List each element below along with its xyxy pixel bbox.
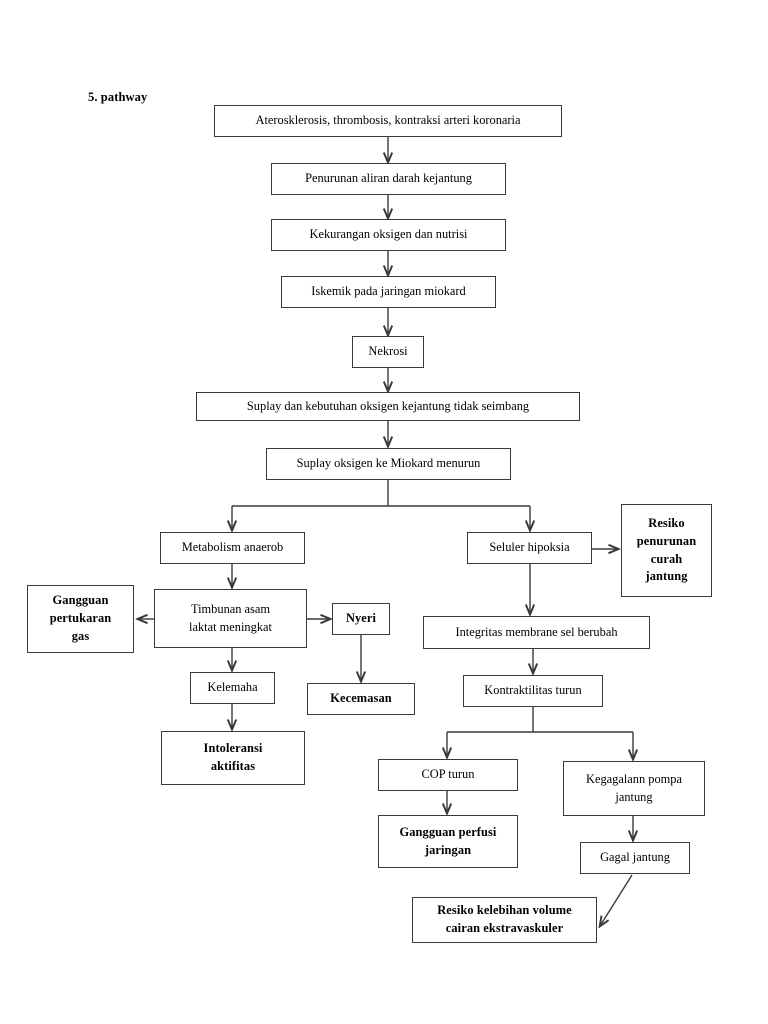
node-gagal-jantung: Gagal jantung — [580, 842, 690, 874]
node-gangguan-perfusi-jaringan: Gangguan perfusi jaringan — [378, 815, 518, 868]
node-resiko-kelebihan-volume-cairan: Resiko kelebihan volume cairan ekstravas… — [412, 897, 597, 943]
node-penurunan-aliran-darah: Penurunan aliran darah kejantung — [271, 163, 506, 195]
node-metabolism-anaerob: Metabolism anaerob — [160, 532, 305, 564]
page-title: 5. pathway — [88, 90, 148, 104]
node-suplay-oksigen-miokard: Suplay oksigen ke Miokard menurun — [266, 448, 511, 480]
node-nyeri: Nyeri — [332, 603, 390, 635]
node-iskemik-jaringan-miokard: Iskemik pada jaringan miokard — [281, 276, 496, 308]
node-resiko-penurunan-curah-jantung: Resiko penurunan curah jantung — [621, 504, 712, 597]
node-kontraktilitas-turun: Kontraktilitas turun — [463, 675, 603, 707]
node-intoleransi-aktifitas: Intoleransi aktifitas — [161, 731, 305, 785]
node-nekrosi: Nekrosi — [352, 336, 424, 368]
node-kelemaha: Kelemaha — [190, 672, 275, 704]
node-cop-turun: COP turun — [378, 759, 518, 791]
node-gangguan-pertukaran-gas: Gangguan pertukaran gas — [27, 585, 134, 653]
node-kekurangan-oksigen-nutrisi: Kekurangan oksigen dan nutrisi — [271, 219, 506, 251]
node-seluler-hipoksia: Seluler hipoksia — [467, 532, 592, 564]
node-kegagalan-pompa-jantung: Kegagalann pompa jantung — [563, 761, 705, 816]
node-timbunan-asam-laktat: Timbunan asam laktat meningkat — [154, 589, 307, 648]
node-aterosklerosis: Aterosklerosis, thrombosis, kontraksi ar… — [214, 105, 562, 137]
arrow-gagal-jantung-to-resiko-kelebihan — [600, 874, 633, 926]
node-kecemasan: Kecemasan — [307, 683, 415, 715]
node-integritas-membrane-sel: Integritas membrane sel berubah — [423, 616, 650, 649]
node-suplay-kebutuhan-oksigen: Suplay dan kebutuhan oksigen kejantung t… — [196, 392, 580, 421]
